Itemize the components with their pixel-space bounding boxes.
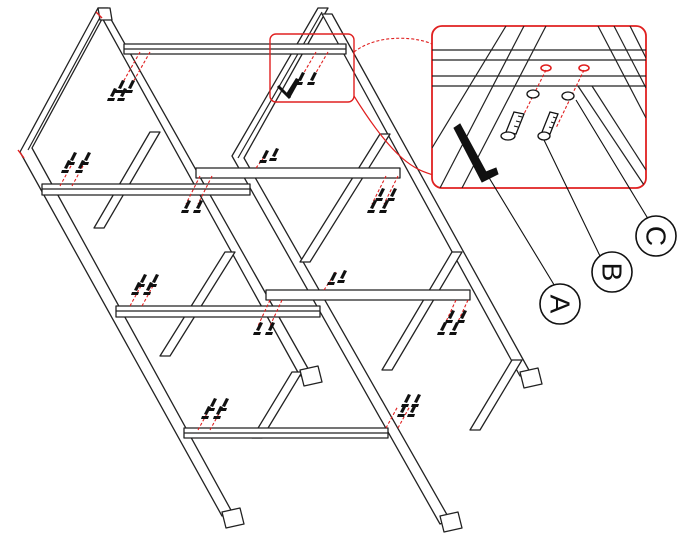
detail-inset — [431, 25, 647, 189]
callout-leaders — [487, 99, 651, 289]
foot-cap — [519, 367, 543, 389]
bolt-groups — [17, 11, 469, 431]
connector-curve-bottom — [353, 95, 437, 177]
shelf-beams — [41, 43, 471, 439]
callout-c-label: C — [641, 226, 672, 246]
foot-caps — [221, 365, 543, 533]
connector-curve-top — [353, 37, 433, 53]
bolt-small — [537, 111, 559, 141]
left-ladder-frame — [19, 7, 311, 517]
foot-cap — [221, 507, 245, 529]
highlight-box — [269, 33, 355, 103]
allen-key-small — [276, 78, 300, 100]
callout-b: B — [591, 251, 633, 293]
foot-cap — [439, 511, 463, 533]
washer — [526, 89, 540, 99]
bolt-large — [500, 111, 525, 141]
inset-frame — [431, 25, 647, 189]
callout-a-label: A — [545, 295, 576, 314]
callout-c: C — [635, 215, 677, 257]
ladder-rungs — [93, 131, 523, 439]
left-front-post — [19, 7, 233, 517]
callout-b-label: B — [597, 263, 628, 282]
allen-key — [453, 123, 499, 183]
washer — [561, 91, 575, 101]
foot-cap — [299, 365, 323, 387]
detail-highlight — [269, 33, 437, 177]
right-front-post — [231, 7, 451, 525]
callout-a: A — [539, 283, 581, 325]
